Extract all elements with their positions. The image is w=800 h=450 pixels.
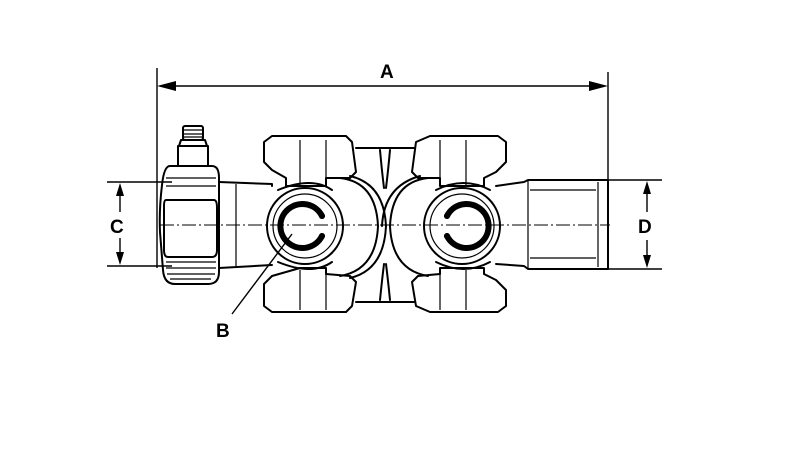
left-bearing-cup [266, 182, 344, 270]
left-circlip [277, 201, 325, 251]
label-b: B [216, 321, 230, 342]
right-yoke [381, 135, 507, 313]
clamp-body [158, 165, 220, 285]
right-circlip [444, 201, 492, 251]
dimension-a: A [156, 62, 609, 268]
right-bearing-cup [423, 182, 501, 270]
dimension-c: C [107, 181, 172, 267]
label-a: A [380, 62, 394, 83]
center-body [355, 147, 415, 303]
leader-b: B [216, 233, 293, 342]
left-shaft [218, 181, 273, 269]
clamp-bolt [177, 125, 209, 167]
label-c: C [110, 217, 124, 238]
dimension-d: D [606, 179, 662, 270]
right-shaft [495, 179, 609, 270]
label-d: D [638, 217, 652, 238]
